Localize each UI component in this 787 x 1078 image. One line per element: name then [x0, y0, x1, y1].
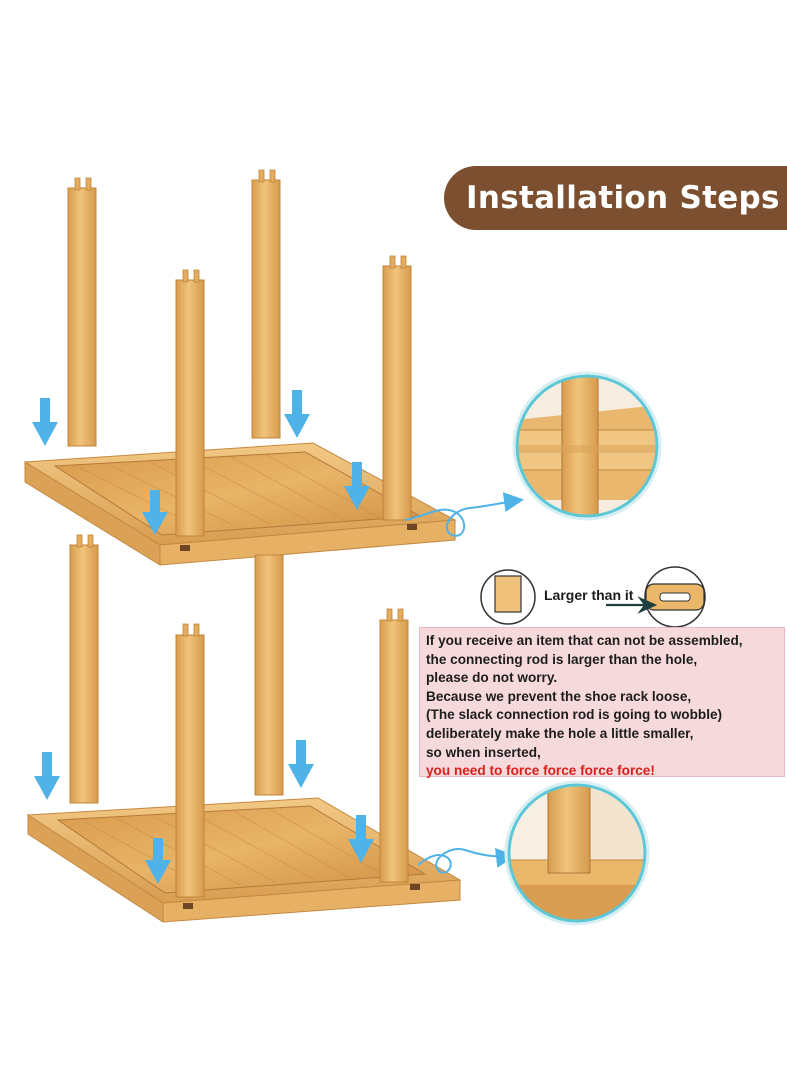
rod-end-diagram: [480, 569, 536, 625]
down-arrow-icon: [348, 815, 374, 863]
hole-diagram: [644, 566, 706, 628]
notice-line: so when inserted,: [426, 744, 541, 760]
notice-line: Because we prevent the shoe rack loose,: [426, 688, 692, 704]
post: [67, 177, 97, 447]
posts-upper: [67, 169, 412, 537]
comparison-label: Larger than it: [544, 587, 634, 603]
down-arrow-icon: [145, 838, 171, 884]
posts-lower: [69, 534, 409, 898]
notice-line: deliberately make the hole a little smal…: [426, 725, 694, 741]
down-arrow-icon: [34, 752, 60, 800]
down-arrow-icon: [32, 398, 58, 446]
post: [175, 623, 205, 898]
detail-zoom-bottom: [504, 780, 650, 926]
post: [382, 255, 412, 521]
post: [69, 534, 99, 804]
assembly-notice: If you receive an item that can not be a…: [419, 627, 785, 778]
curly-arrow-icon: [404, 492, 524, 537]
notice-line: the connecting rod is larger than the ho…: [426, 651, 698, 667]
top-shelf: [23, 442, 457, 566]
page-title: Installation Steps: [466, 180, 780, 216]
curly-arrow-icon: [417, 847, 516, 874]
notice-line: If you receive an item that can not be a…: [426, 633, 743, 648]
notice-line: please do not worry.: [426, 670, 558, 686]
post: [254, 554, 284, 796]
down-arrow-icon: [344, 462, 370, 510]
post: [379, 608, 409, 883]
post: [175, 269, 205, 537]
down-arrow-icon: [288, 740, 314, 788]
notice-warning: you need to force force force force!: [426, 763, 655, 779]
title-banner: Installation Steps: [444, 166, 787, 230]
down-arrow-icon: [284, 390, 310, 438]
notice-line: (The slack connection rod is going to wo…: [426, 707, 723, 723]
detail-zoom-top: [512, 371, 662, 521]
down-arrow-icon: [142, 490, 168, 535]
post: [251, 169, 281, 439]
